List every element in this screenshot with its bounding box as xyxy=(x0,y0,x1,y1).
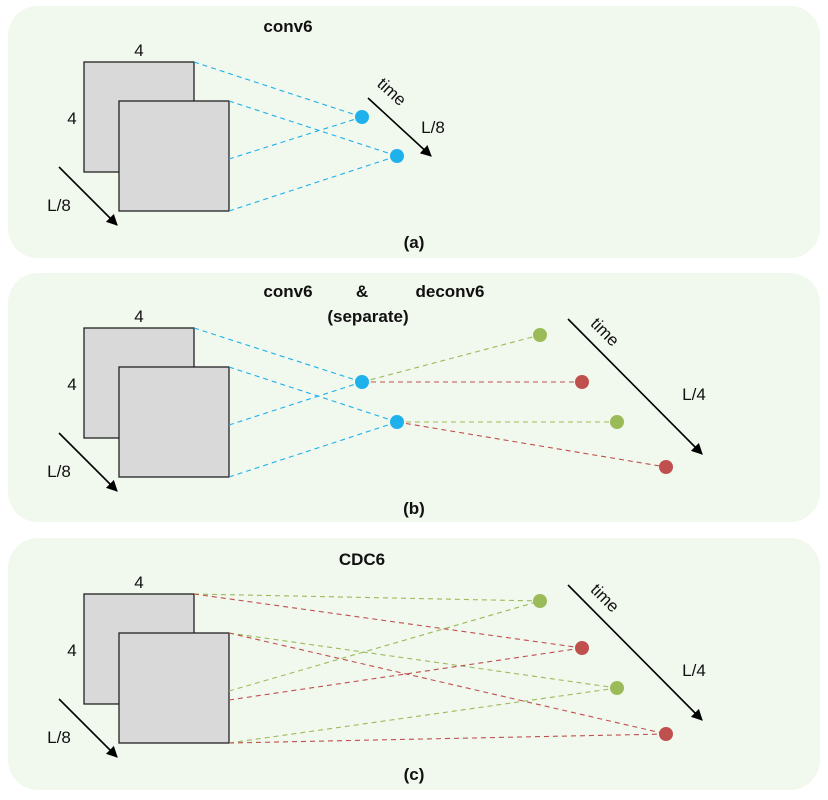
panel-c-connector-red xyxy=(228,733,667,744)
panel-b-red-node xyxy=(575,375,589,389)
panel-c-connector-red xyxy=(193,593,583,649)
panel-b-title-right: deconv6 xyxy=(416,282,485,301)
panel-c-connector-red xyxy=(228,647,583,701)
panel-c-caption: (c) xyxy=(404,765,425,784)
panel-b-subtitle: (separate) xyxy=(327,307,408,326)
panel-b-caption: (b) xyxy=(403,499,425,518)
panel-b-depth-label: L/8 xyxy=(47,462,71,481)
panel-a-width-label: 4 xyxy=(134,41,143,60)
panel-b-conv-node xyxy=(390,415,404,429)
panel-c-connector-green xyxy=(228,687,618,744)
panel-a-depth-label: L/8 xyxy=(47,196,71,215)
panel-c-connector-red xyxy=(228,632,667,735)
panel-b: conv6 & deconv6 (separate) 4 4 L/8 time … xyxy=(8,273,820,522)
panel-b-front-square xyxy=(118,366,230,478)
panel-a-time-arrow xyxy=(367,97,432,157)
panel-a-title: conv6 xyxy=(263,17,312,36)
panel-c-title: CDC6 xyxy=(339,550,385,569)
panel-c-time-length-label: L/4 xyxy=(682,661,706,680)
panel-c-green-node xyxy=(533,594,547,608)
panel-b-red-node xyxy=(659,460,673,474)
panel-c-front-square xyxy=(118,632,230,744)
panel-c-height-label: 4 xyxy=(67,641,76,660)
panel-a: conv6 4 4 L/8 time L/8 (a) xyxy=(8,6,820,258)
panel-b-conv-node xyxy=(355,375,369,389)
panel-c-time-arrow xyxy=(567,584,703,721)
panel-c-width-label: 4 xyxy=(134,573,143,592)
panel-c-connector-green xyxy=(228,632,618,689)
panel-b-title-left: conv6 xyxy=(263,282,312,301)
panel-b-connector xyxy=(228,421,398,478)
panel-b-green-node xyxy=(610,415,624,429)
panel-a-height-label: 4 xyxy=(67,109,76,128)
panel-a-conv-node xyxy=(390,149,404,163)
panel-c-red-node xyxy=(659,727,673,741)
panel-b-depth-arrow xyxy=(58,432,118,492)
panel-c: CDC6 4 4 L/8 time L/4 (c) xyxy=(8,538,820,790)
panel-a-front-square xyxy=(118,100,230,212)
panel-a-caption: (a) xyxy=(404,233,425,252)
panel-a-connector xyxy=(228,100,398,157)
panel-c-red-node xyxy=(575,641,589,655)
panel-b-title-mid: & xyxy=(356,282,368,301)
panel-c-green-node xyxy=(610,681,624,695)
panel-a-depth-arrow xyxy=(58,166,118,226)
panel-b-deconv-connector xyxy=(396,421,667,468)
panel-c-depth-label: L/8 xyxy=(47,728,71,747)
panel-a-conv-node xyxy=(355,110,369,124)
panel-a-time-length-label: L/8 xyxy=(421,118,445,137)
panel-b-height-label: 4 xyxy=(67,375,76,394)
panel-b-connector xyxy=(193,327,363,383)
panel-c-depth-arrow xyxy=(58,698,118,758)
panel-b-time-length-label: L/4 xyxy=(682,385,706,404)
panel-b-time-arrow xyxy=(567,318,703,455)
panel-a-connector xyxy=(193,61,363,118)
panel-c-connector-green xyxy=(193,593,541,602)
panel-b-width-label: 4 xyxy=(134,307,143,326)
panel-b-deconv-connector xyxy=(361,334,541,383)
panel-b-connector xyxy=(228,366,398,423)
panel-a-connector xyxy=(228,155,398,212)
panel-b-green-node xyxy=(533,328,547,342)
